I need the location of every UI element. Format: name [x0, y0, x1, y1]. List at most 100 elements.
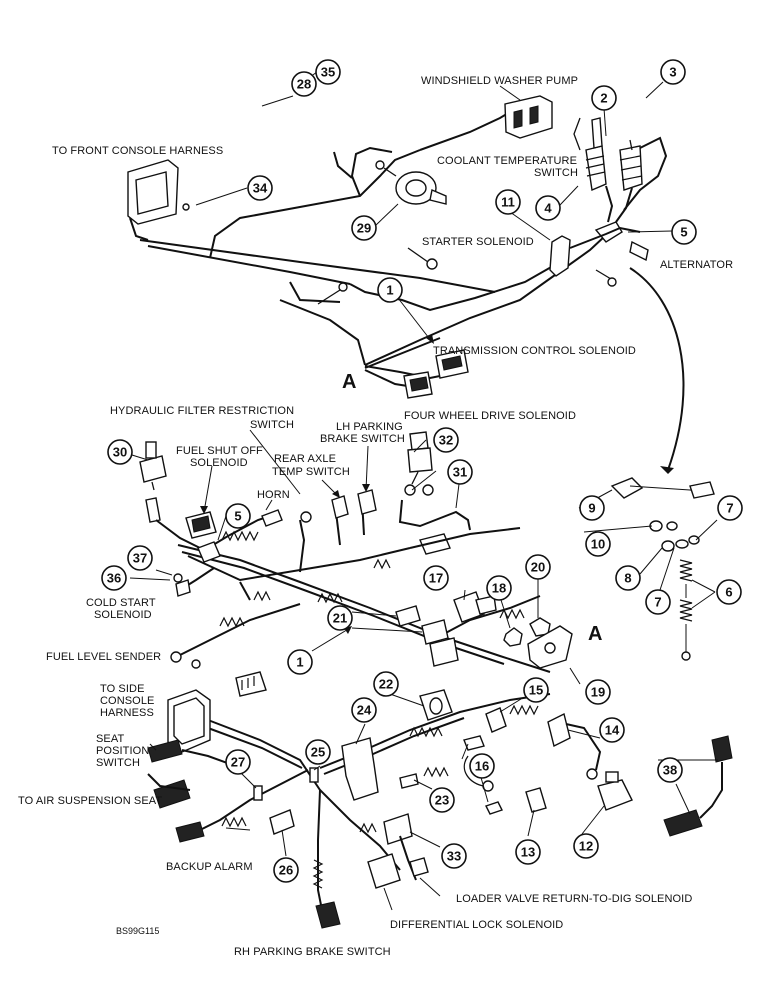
- label-seat-switch: SWITCH: [96, 757, 140, 769]
- callout-1-mid: 1: [287, 649, 313, 675]
- callout-3: 3: [660, 59, 686, 85]
- callout-16: 16: [469, 753, 495, 779]
- svg-text:1: 1: [296, 655, 303, 670]
- callout-28: 28: [291, 71, 317, 97]
- label-rh-parking-brake-switch: RH PARKING BRAKE SWITCH: [234, 946, 391, 958]
- callout-25: 25: [305, 739, 331, 765]
- callout-5-top: 5: [671, 219, 697, 245]
- svg-text:28: 28: [297, 77, 311, 92]
- callout-38: 38: [657, 757, 683, 783]
- callout-22: 22: [373, 671, 399, 697]
- svg-text:30: 30: [113, 445, 127, 460]
- svg-text:19: 19: [591, 685, 605, 700]
- callout-35: 35: [315, 59, 341, 85]
- washer-pump-connector: [419, 95, 553, 151]
- pressure-switch-17: [453, 591, 497, 623]
- callout-4: 4: [535, 195, 561, 221]
- svg-text:27: 27: [231, 755, 245, 770]
- svg-text:17: 17: [429, 571, 443, 586]
- callout-19: 19: [585, 679, 611, 705]
- callout-2: 2: [591, 85, 617, 111]
- callout-36: 36: [101, 565, 127, 591]
- label-cold-start-solenoid: SOLENOID: [94, 609, 152, 621]
- label-fuel-level-sender: FUEL LEVEL SENDER: [46, 651, 161, 663]
- svg-text:13: 13: [521, 845, 535, 860]
- label-fuel-shut-off-solenoid: SOLENOID: [190, 457, 248, 469]
- lh-parking-brake-switch: [398, 431, 471, 555]
- svg-text:37: 37: [133, 551, 147, 566]
- svg-text:2: 2: [600, 91, 607, 106]
- label-position: POSITION: [96, 745, 149, 757]
- label-fuel-shut-off: FUEL SHUT OFF: [176, 445, 263, 457]
- callout-9: 9: [579, 495, 605, 521]
- svg-text:24: 24: [357, 703, 372, 718]
- callout-23: 23: [429, 787, 455, 813]
- callout-7-top: 7: [717, 495, 743, 521]
- label-rear-axle: REAR AXLE: [274, 453, 336, 465]
- svg-text:12: 12: [579, 839, 593, 854]
- label-console: CONSOLE: [100, 695, 155, 707]
- label-coolant-switch: SWITCH: [534, 167, 578, 179]
- svg-text:15: 15: [529, 683, 543, 698]
- svg-text:20: 20: [531, 560, 545, 575]
- callout-15: 15: [523, 677, 549, 703]
- svg-text:5: 5: [680, 225, 687, 240]
- label-windshield-washer-pump: WINDSHIELD WASHER PUMP: [421, 75, 578, 87]
- callout-18: 18: [486, 575, 512, 601]
- label-starter-solenoid: STARTER SOLENOID: [422, 236, 534, 248]
- callout-21: 21: [327, 605, 353, 631]
- callout-11: 11: [495, 189, 521, 215]
- svg-text:38: 38: [663, 763, 677, 778]
- label-hydraulic-filter-switch: SWITCH: [250, 419, 294, 431]
- label-harness: HARNESS: [100, 707, 154, 719]
- label-loader-valve-solenoid: LOADER VALVE RETURN-TO-DIG SOLENOID: [456, 893, 692, 905]
- svg-text:23: 23: [435, 793, 449, 808]
- upper-harness: [127, 95, 668, 399]
- callout-34: 34: [247, 175, 273, 201]
- callout-32: 32: [433, 427, 459, 453]
- callout-20: 20: [525, 554, 551, 580]
- callout-30: 30: [107, 439, 133, 465]
- label-lh-brake-switch: BRAKE SWITCH: [320, 433, 405, 445]
- label-coolant-temperature: COOLANT TEMPERATURE: [437, 155, 577, 167]
- callout-5-mid: 5: [225, 503, 251, 529]
- svg-text:32: 32: [439, 433, 453, 448]
- callout-33: 33: [441, 843, 467, 869]
- svg-text:9: 9: [588, 501, 595, 516]
- callout-6: 6: [716, 579, 742, 605]
- svg-text:21: 21: [333, 611, 347, 626]
- callout-12: 12: [573, 833, 599, 859]
- hydraulic-filter-switch: [139, 441, 167, 491]
- side-console-connector: [167, 671, 267, 753]
- label-horn: HORN: [257, 489, 290, 501]
- svg-text:33: 33: [447, 849, 461, 864]
- callout-7-bot: 7: [645, 589, 671, 615]
- hardware-group: [610, 477, 715, 661]
- part-38: [663, 735, 733, 837]
- label-alternator: ALTERNATOR: [660, 259, 733, 271]
- svg-text:3: 3: [669, 65, 676, 80]
- svg-text:5: 5: [234, 509, 241, 524]
- label-backup-alarm: BACKUP ALARM: [166, 861, 253, 873]
- svg-text:7: 7: [726, 501, 733, 516]
- svg-text:18: 18: [492, 581, 506, 596]
- callout-13: 13: [515, 839, 541, 865]
- section-marker-lower: A: [588, 623, 602, 645]
- coolant-temp-sender: [375, 160, 447, 205]
- svg-text:16: 16: [475, 759, 489, 774]
- svg-text:8: 8: [624, 571, 631, 586]
- svg-text:7: 7: [654, 595, 661, 610]
- callout-31: 31: [447, 459, 473, 485]
- callout-8: 8: [615, 565, 641, 591]
- label-seat: SEAT: [96, 733, 124, 745]
- svg-text:25: 25: [311, 745, 325, 760]
- lower-harness: [139, 431, 733, 929]
- label-to-side: TO SIDE: [100, 683, 145, 695]
- svg-text:26: 26: [279, 863, 293, 878]
- label-transmission-control-solenoid: TRANSMISSION CONTROL SOLENOID: [433, 345, 636, 357]
- svg-text:10: 10: [591, 537, 605, 552]
- svg-text:14: 14: [605, 723, 620, 738]
- label-hydraulic-filter-restriction: HYDRAULIC FILTER RESTRICTION: [110, 405, 294, 417]
- svg-text:4: 4: [544, 201, 552, 216]
